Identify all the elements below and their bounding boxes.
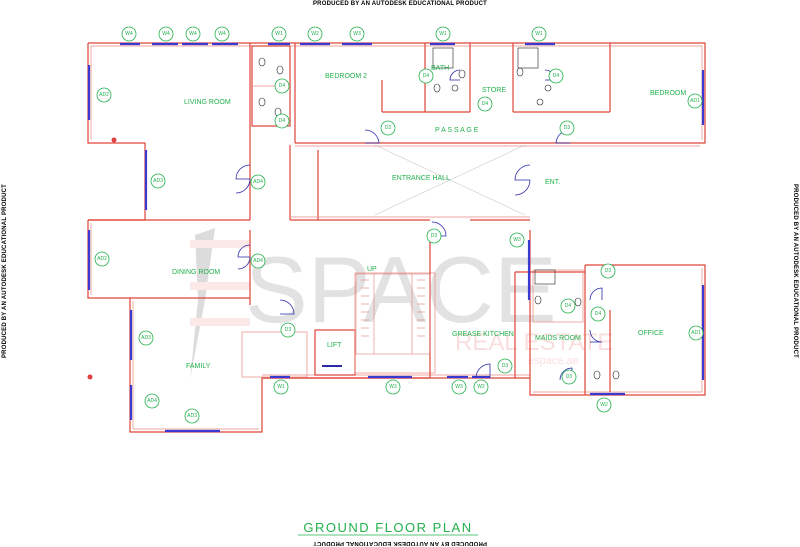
svg-text:D3: D3 (605, 268, 612, 274)
svg-text:D4: D4 (565, 303, 572, 309)
room-label-ent: ENT. (545, 179, 560, 186)
watermark-brand: SPACE (245, 237, 557, 342)
watermark-url: espace.ae (528, 355, 579, 367)
room-label-dining: DINING ROOM (172, 269, 220, 276)
svg-text:W1: W1 (439, 31, 447, 37)
window-tags: W4 W4 W4 W4 W1 W2 W3 W1 W1 W1 W3 W3 W2 W… (121, 26, 612, 413)
room-label-bath: BATH (431, 65, 449, 72)
svg-text:D4: D4 (279, 118, 286, 124)
svg-text:W2: W2 (311, 31, 319, 37)
svg-text:W2: W2 (600, 402, 608, 408)
svg-text:AD2: AD2 (97, 256, 107, 262)
svg-text:D4: D4 (279, 83, 286, 89)
svg-text:W1: W1 (277, 384, 285, 390)
plan-title: GROUND FLOOR PLAN (303, 520, 472, 535)
svg-text:D4: D4 (423, 73, 430, 79)
svg-text:AD4: AD4 (253, 179, 263, 185)
svg-text:AD3: AD3 (141, 335, 151, 341)
svg-text:W4: W4 (125, 31, 133, 37)
svg-text:D4: D4 (482, 101, 489, 107)
svg-text:W4: W4 (218, 31, 226, 37)
room-label-store: STORE (482, 87, 506, 94)
room-label-bedroom2: BEDROOM 2 (325, 73, 367, 80)
svg-text:AD4: AD4 (253, 258, 263, 264)
svg-text:W2: W2 (477, 384, 485, 390)
svg-text:D3: D3 (502, 363, 509, 369)
sanitary-fixtures (258, 47, 620, 380)
svg-text:AD3: AD3 (187, 413, 197, 419)
svg-text:D4: D4 (553, 73, 560, 79)
svg-text:W1: W1 (275, 31, 283, 37)
room-label-up: UP (367, 266, 377, 273)
room-label-bedroom: BEDROOM (650, 90, 686, 97)
svg-text:W3: W3 (513, 237, 521, 243)
svg-text:W4: W4 (162, 31, 170, 37)
room-label-family: FAMILY (186, 363, 211, 370)
svg-text:W3: W3 (389, 384, 397, 390)
marker-dot (111, 137, 117, 143)
room-label-entrance: ENTRANCE HALL (392, 175, 450, 182)
room-label-office: OFFICE (638, 330, 664, 337)
svg-text:W4: W4 (189, 31, 197, 37)
room-label-maids: MAIDS ROOM (535, 335, 581, 342)
door-tags: AD2 AD3 AD4 AD2 AD4 AD3 AD4 AD3 AD1 AD1 … (94, 68, 704, 424)
svg-text:W1: W1 (535, 31, 543, 37)
watermark-text-top: PRODUCED BY AN AUTODESK EDUCATIONAL PROD… (312, 1, 488, 7)
watermark-subtitle: REAL ESTATE (455, 329, 613, 356)
svg-text:D3: D3 (564, 125, 571, 131)
svg-text:D3: D3 (285, 327, 292, 333)
svg-text:D3: D3 (566, 374, 573, 380)
marker-dot (87, 374, 93, 380)
room-label-kitchen: GREASE KITCHEN (452, 331, 514, 338)
doors (235, 69, 603, 381)
staircase (355, 273, 431, 355)
room-label-living: LIVING ROOM (184, 99, 231, 106)
svg-text:AD1: AD1 (690, 98, 700, 104)
svg-text:AD3: AD3 (153, 178, 163, 184)
room-labels: LIVING ROOM BEDROOM 2 BATH STORE BEDROOM… (172, 65, 686, 370)
svg-text:W3: W3 (455, 384, 463, 390)
svg-text:D3: D3 (385, 125, 392, 131)
svg-text:D4: D4 (595, 311, 602, 317)
room-label-passage: P A S S A G E (435, 127, 479, 134)
room-label-lift: LIFT (327, 342, 342, 349)
espace-watermark: SPACE REAL ESTATE espace.ae (190, 228, 613, 380)
svg-text:AD2: AD2 (99, 92, 109, 98)
svg-text:AD4: AD4 (147, 398, 157, 404)
svg-text:D3: D3 (431, 233, 438, 239)
svg-text:W3: W3 (353, 31, 361, 37)
entrance-hall-cross (374, 144, 526, 216)
svg-text:AD1: AD1 (691, 330, 701, 336)
